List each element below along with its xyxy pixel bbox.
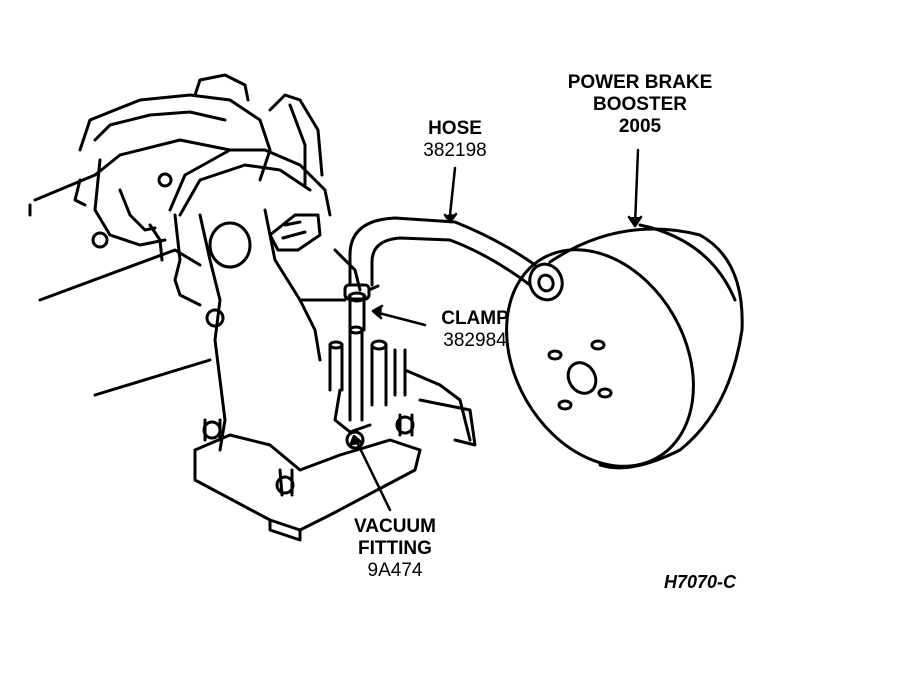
- fitting-label-line2: FITTING: [358, 538, 432, 559]
- booster-part-number: 2005: [618, 116, 662, 137]
- booster-label-line2: BOOSTER: [593, 94, 687, 115]
- booster-leader: [633, 148, 640, 227]
- booster-label: POWER BRAKE BOOSTER 2005: [540, 72, 740, 138]
- clamp-label-name: CLAMP: [441, 308, 509, 329]
- fitting-leader: [353, 436, 392, 512]
- manifold-base: [193, 413, 422, 542]
- clamp-label: CLAMP 382984: [420, 308, 530, 352]
- hose-leader: [448, 166, 457, 217]
- fitting-label-line1: VACUUM: [354, 516, 436, 537]
- brake-booster: [505, 223, 744, 470]
- hose-label: HOSE 382198: [400, 118, 510, 162]
- fitting-label: VACUUM FITTING 9A474: [335, 516, 455, 582]
- clamp: [343, 283, 380, 301]
- clamp-part-number: 382984: [443, 330, 507, 351]
- intake-manifold: [168, 148, 362, 452]
- throttle-body: [73, 73, 324, 262]
- figure-id: H7070-C: [663, 572, 737, 592]
- engine-block: [28, 138, 232, 397]
- booster-label-line1: POWER BRAKE: [567, 72, 713, 93]
- hose-part-number: 382198: [423, 140, 487, 161]
- hose-label-name: HOSE: [428, 118, 482, 139]
- hose: [348, 216, 564, 302]
- vacuum-ports: [328, 325, 477, 447]
- fitting-part-number: 9A474: [367, 560, 423, 581]
- vacuum-fitting: [347, 291, 367, 332]
- clamp-leader: [373, 310, 427, 327]
- leader-arrows: [348, 148, 643, 512]
